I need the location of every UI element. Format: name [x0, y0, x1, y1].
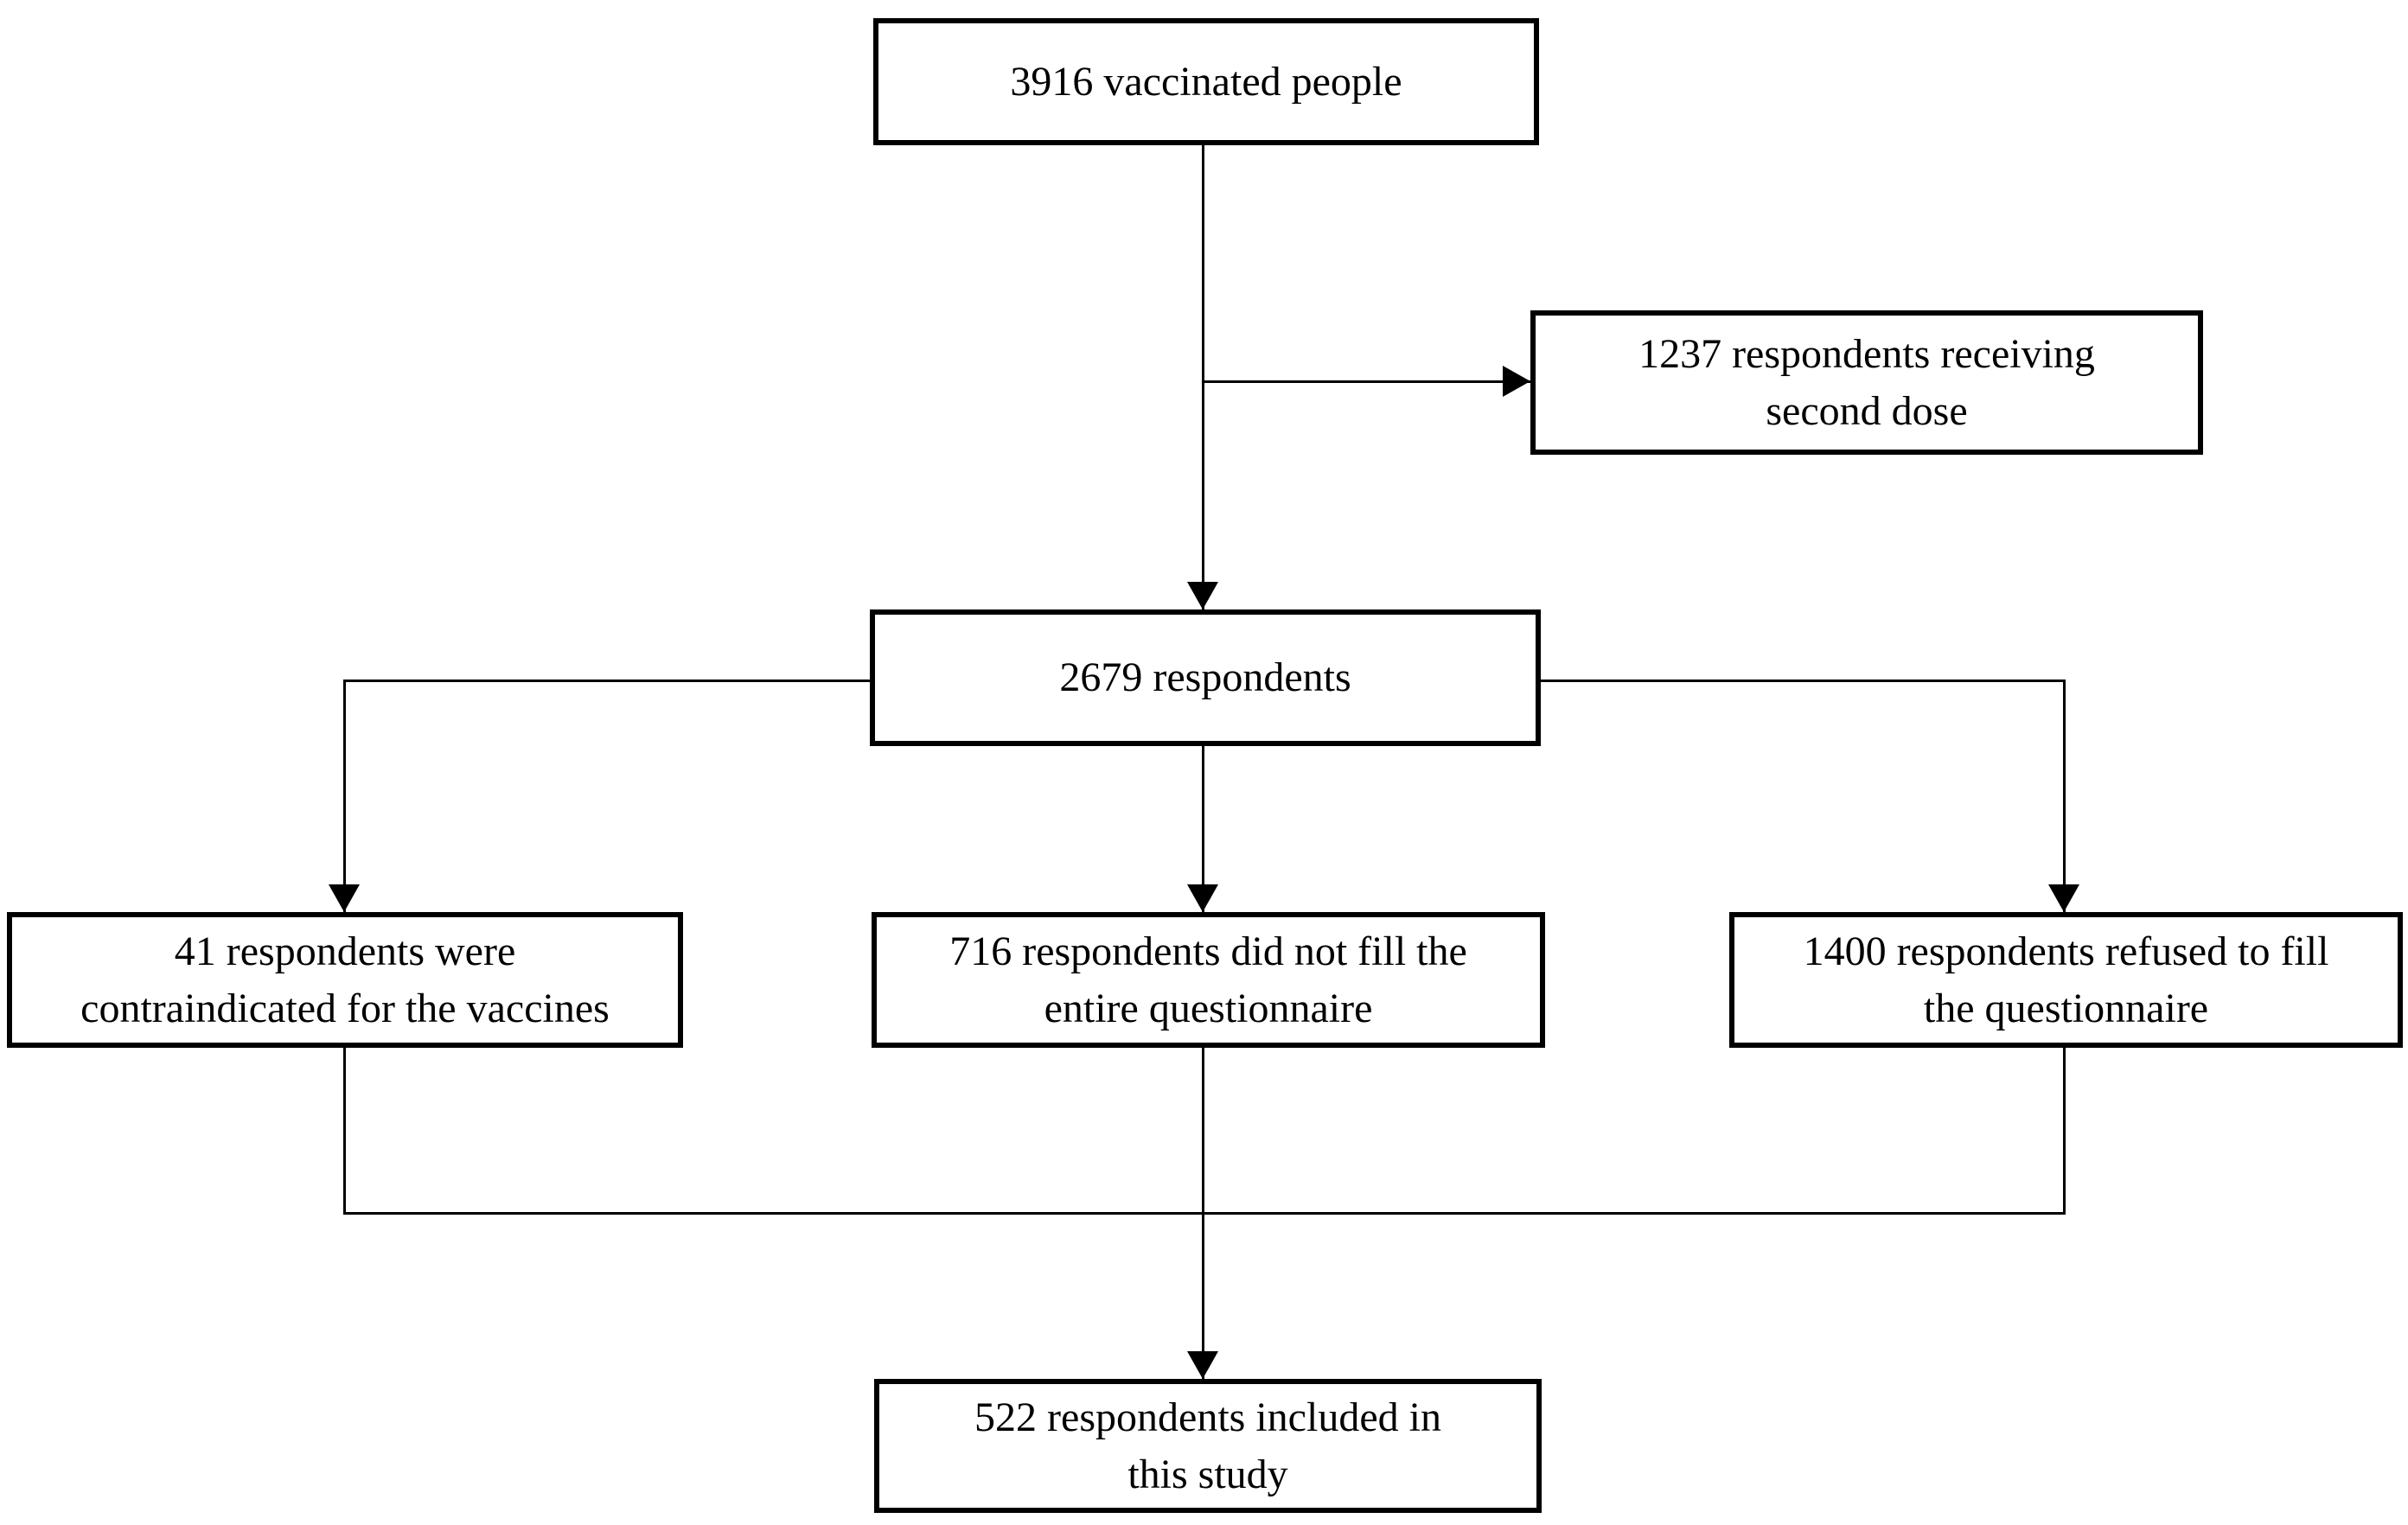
- arrowhead-down-into-respondents-icon: [1187, 582, 1218, 609]
- connector-branch-to-second-dose: [1203, 380, 1531, 383]
- connector-refused-to-collector: [2063, 1046, 2066, 1214]
- connector-left-branch-down: [343, 680, 346, 912]
- arrowhead-right-into-second-dose-icon: [1503, 366, 1530, 397]
- flow-node-included-label-line2: this study: [1127, 1451, 1288, 1497]
- flow-node-second-dose-label-line1: 1237 respondents receiving: [1638, 330, 2095, 377]
- flow-node-included-label-line1: 522 respondents included in: [974, 1394, 1441, 1440]
- flow-node-contraindicated-label-line2: contraindicated for the vaccines: [80, 985, 610, 1031]
- flow-node-vaccinated: 3916 vaccinated people: [873, 18, 1539, 145]
- flow-node-contraindicated-label-line1: 41 respondents were: [174, 928, 516, 974]
- flow-node-vaccinated-label: 3916 vaccinated people: [1010, 58, 1402, 105]
- flow-node-respondents: 2679 respondents: [870, 609, 1541, 746]
- flow-node-contraindicated: 41 respondents were contraindicated for …: [7, 912, 683, 1048]
- flow-node-refused-label-line2: the questionnaire: [1923, 985, 2209, 1031]
- arrowhead-down-into-contraindicated-icon: [329, 884, 360, 912]
- flow-node-refused-label-line1: 1400 respondents refused to fill: [1803, 928, 2329, 974]
- connector-vaccinated-to-respondents: [1202, 144, 1204, 609]
- arrowhead-down-into-refused-icon: [2048, 884, 2079, 912]
- flow-node-refused-questionnaire: 1400 respondents refused to fill the que…: [1729, 912, 2403, 1048]
- connector-collector-horizontal: [343, 1212, 2066, 1215]
- flow-node-incomplete-label-line2: entire questionnaire: [1044, 985, 1373, 1031]
- arrowhead-down-into-included-icon: [1187, 1351, 1218, 1379]
- flow-node-incomplete-label-line1: 716 respondents did not fill the: [949, 928, 1467, 974]
- arrowhead-down-into-incomplete-icon: [1187, 884, 1218, 912]
- connector-respondents-to-incomplete: [1202, 743, 1204, 912]
- connector-contraindicated-to-collector: [343, 1046, 346, 1214]
- flow-node-second-dose-label-line2: second dose: [1766, 387, 1968, 434]
- connector-respondents-left-horizontal: [343, 680, 872, 682]
- connector-respondents-right-horizontal: [1539, 680, 2066, 682]
- flow-node-second-dose: 1237 respondents receiving second dose: [1530, 310, 2203, 455]
- flow-node-included: 522 respondents included in this study: [874, 1379, 1542, 1513]
- connector-right-branch-down: [2063, 680, 2066, 912]
- flow-node-incomplete-questionnaire: 716 respondents did not fill the entire …: [872, 912, 1545, 1048]
- connector-incomplete-to-included: [1202, 1046, 1204, 1379]
- flow-node-respondents-label: 2679 respondents: [1059, 654, 1351, 700]
